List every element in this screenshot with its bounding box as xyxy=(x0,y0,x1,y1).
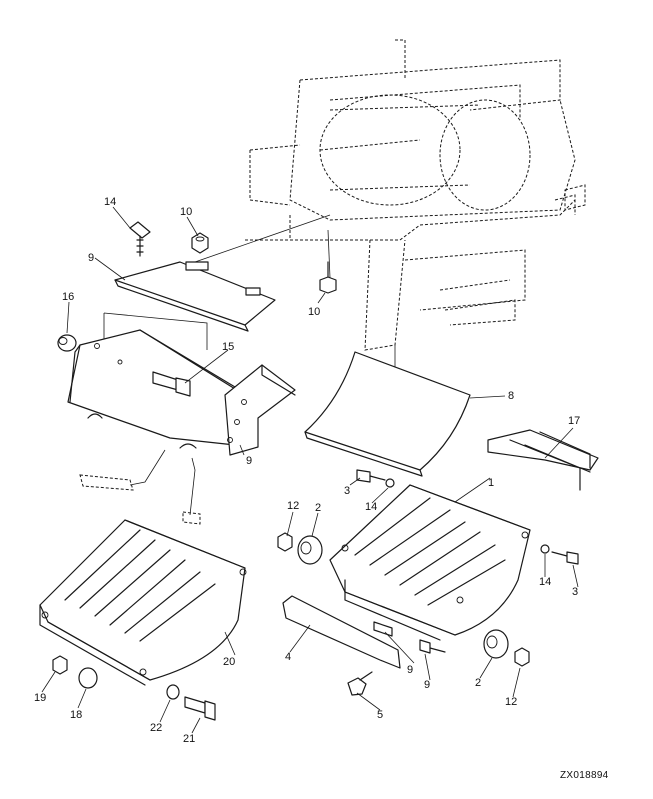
callout-14-right: 14 xyxy=(539,576,551,588)
machine-frame-outline xyxy=(245,39,586,351)
callout-14-top: 14 xyxy=(365,501,377,513)
part-11-nut xyxy=(191,232,209,254)
callout-2-left: 2 xyxy=(315,502,321,514)
part-13-wing-bolt xyxy=(129,221,151,257)
callout-10: 10 xyxy=(308,306,320,318)
callout-16: 16 xyxy=(62,291,74,303)
callout-9-left: 9 xyxy=(407,664,413,676)
callout-13: 14 xyxy=(104,196,116,208)
part-17-rack xyxy=(487,429,599,491)
callout-6: 8 xyxy=(508,390,514,402)
callout-20: 20 xyxy=(223,656,235,668)
callout-leaders xyxy=(41,206,579,734)
part-10-bolt xyxy=(319,261,337,294)
callout-3-top: 3 xyxy=(344,485,350,497)
callout-12-left: 12 xyxy=(287,500,299,512)
callout-18: 18 xyxy=(70,709,82,721)
callout-22: 22 xyxy=(150,722,162,734)
callout-21: 21 xyxy=(183,733,195,745)
callout-2-right: 2 xyxy=(475,677,481,689)
callout-12-right: 12 xyxy=(505,696,517,708)
callout-4: 4 xyxy=(285,651,291,663)
callout-labels: 14 10 9 16 15 10 8 17 9 3 14 1 12 2 14 3… xyxy=(34,196,580,745)
part-4-rail xyxy=(282,595,401,669)
part-16-grommet xyxy=(57,334,77,352)
callout-8: 9 xyxy=(88,252,94,264)
part-20-bucket xyxy=(39,519,247,686)
callout-17: 17 xyxy=(568,415,580,427)
hidden-fasteners xyxy=(79,449,201,525)
callout-15: 15 xyxy=(222,341,234,353)
callout-7: 9 xyxy=(246,455,252,467)
fastener-set-left xyxy=(52,655,216,721)
part-7-tray-bracket xyxy=(67,312,296,456)
callout-19: 19 xyxy=(34,692,46,704)
fastener-set-right xyxy=(277,469,579,696)
part-6-seat-pad xyxy=(304,351,471,477)
figure-id: ZX018894 xyxy=(560,770,609,781)
callout-11: 10 xyxy=(180,206,192,218)
callout-1: 1 xyxy=(488,477,494,489)
callout-9-right: 9 xyxy=(424,679,430,691)
part-1-bucket xyxy=(329,484,531,641)
part-15-bolt xyxy=(152,371,191,397)
callout-3-right: 3 xyxy=(572,586,578,598)
part-8-cover-plate xyxy=(114,261,276,332)
callout-5: 5 xyxy=(377,709,383,721)
